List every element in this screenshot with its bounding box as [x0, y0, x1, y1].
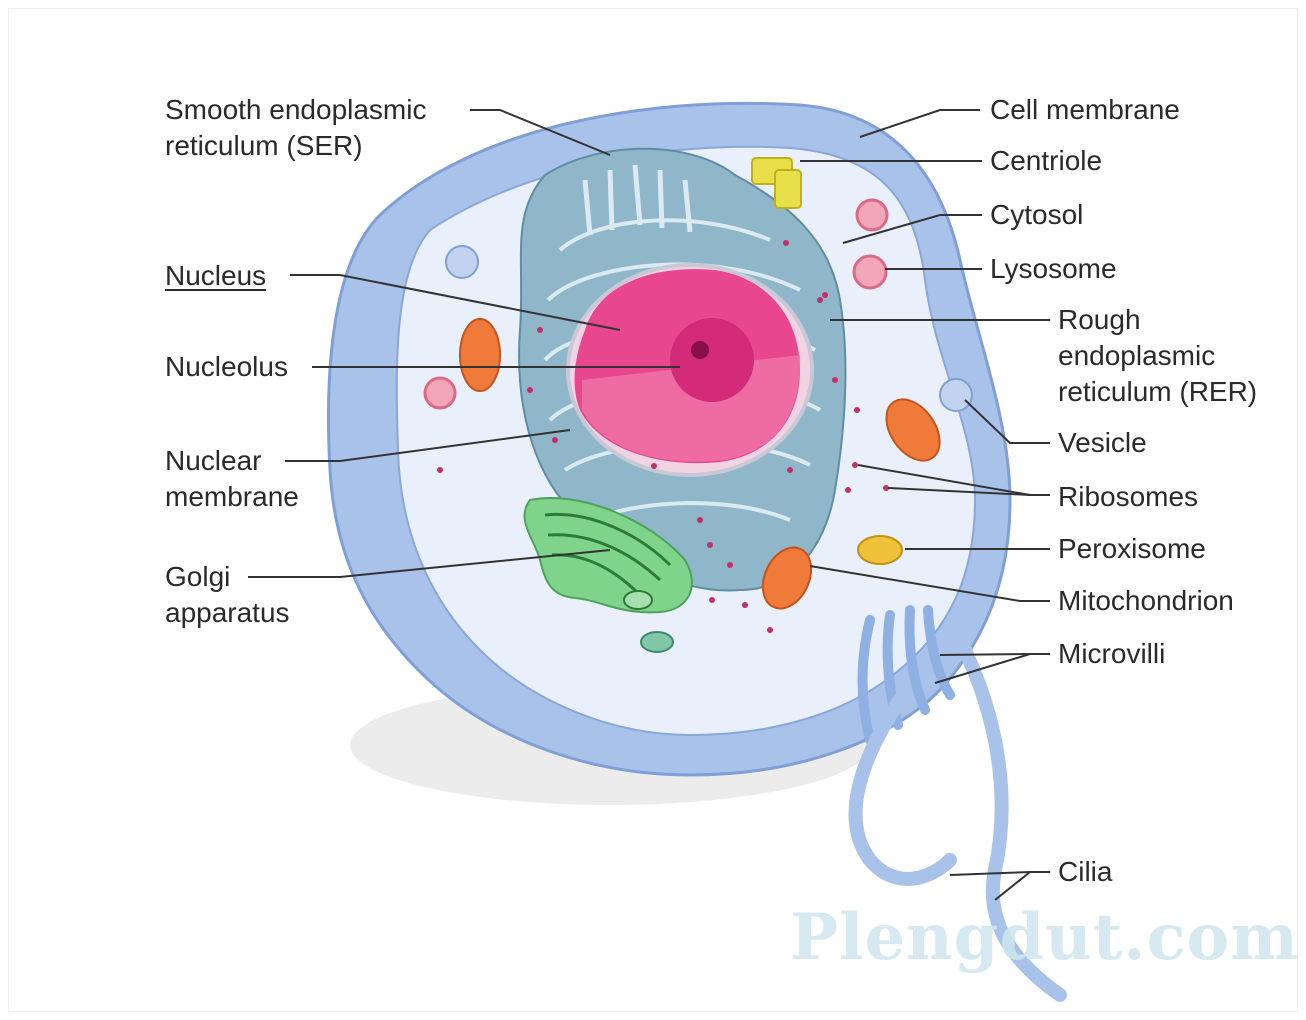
label-ser-line-2: reticulum (SER)	[165, 128, 426, 164]
label-golgi-line-1: Golgi	[165, 559, 290, 595]
peroxisome-shape	[858, 536, 902, 564]
label-vesicle: Vesicle	[1058, 425, 1147, 461]
nucleolus-shape	[670, 318, 754, 402]
label-nuclear-membrane-line-1: Nuclear	[165, 443, 299, 479]
vesicle-2	[940, 379, 972, 411]
label-mitochondrion: Mitochondrion	[1058, 583, 1234, 619]
label-golgi-line-2: apparatus	[165, 595, 290, 631]
label-nuclear-membrane-line-2: membrane	[165, 479, 299, 515]
label-rer-line-1: Rough	[1058, 302, 1257, 338]
label-cilia: Cilia	[1058, 854, 1112, 890]
lysosome-2	[854, 256, 886, 288]
vesicle-1	[446, 246, 478, 278]
label-golgi: Golgi apparatus	[165, 559, 290, 631]
mitochondrion-1	[460, 319, 500, 391]
label-rer-line-2: endoplasmic	[1058, 338, 1257, 374]
leader-microvilli-1	[940, 654, 1050, 655]
lysosome-1	[857, 200, 887, 230]
golgi-vesicle-2	[641, 632, 673, 652]
golgi-vesicle	[624, 591, 652, 609]
label-peroxisome: Peroxisome	[1058, 531, 1206, 567]
label-ser: Smooth endoplasmic reticulum (SER)	[165, 92, 426, 164]
label-centriole: Centriole	[990, 143, 1102, 179]
label-cell-membrane: Cell membrane	[990, 92, 1180, 128]
nucleolus-center	[691, 341, 709, 359]
label-rer: Rough endoplasmic reticulum (RER)	[1058, 302, 1257, 410]
label-microvilli: Microvilli	[1058, 636, 1165, 672]
label-cytosol: Cytosol	[990, 197, 1083, 233]
label-ribosomes: Ribosomes	[1058, 479, 1198, 515]
label-rer-line-3: reticulum (RER)	[1058, 374, 1257, 410]
watermark: Plengdut.com	[790, 900, 1299, 975]
label-ser-line-1: Smooth endoplasmic	[165, 92, 426, 128]
label-nuclear-membrane: Nuclear membrane	[165, 443, 299, 515]
label-nucleus: Nucleus	[165, 258, 266, 294]
label-lysosome: Lysosome	[990, 251, 1117, 287]
label-nucleolus: Nucleolus	[165, 349, 288, 385]
lysosome-3	[425, 378, 455, 408]
